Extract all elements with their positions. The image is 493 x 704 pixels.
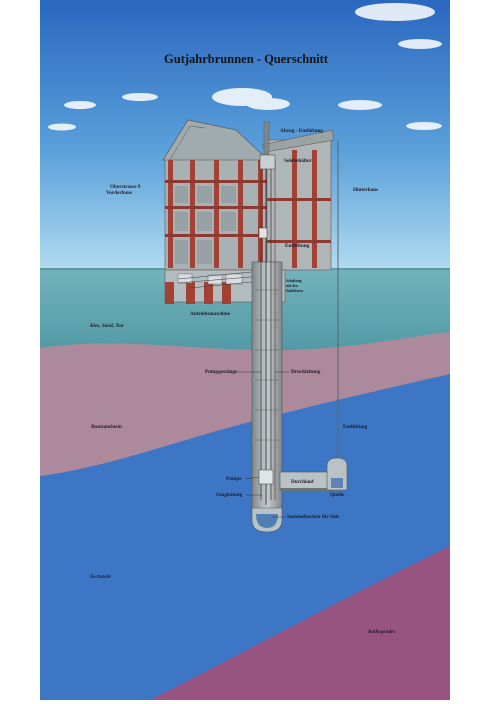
label-oberstrasse-2: Vorderhaus: [106, 190, 132, 196]
label-hinterhaus: Hinterhaus: [353, 187, 378, 193]
label-entlueftung-top: Entlüftung: [285, 243, 310, 249]
label-kies: Kies, Sand, Ton: [89, 323, 124, 329]
label-schaltung-1: Schaltung: [286, 279, 302, 283]
label-quelle: Quelle: [330, 492, 345, 498]
label-schaltung-3: Sudelösern: [286, 289, 303, 293]
label-pumpgestaenge: Pumpgestänge: [205, 369, 238, 375]
label-pumpe: Pumpe: [226, 476, 242, 482]
label-antriebsmaschine: Antriebsmaschine: [190, 311, 231, 317]
label-rotliegendes: Rotliegendes: [368, 629, 395, 635]
clouds: [48, 3, 442, 131]
label-saugleitung: Saugleitung: [216, 492, 243, 498]
label-zechstein: Zechstein: [89, 574, 111, 580]
passage: [279, 140, 348, 491]
diagram-title: Gutjahrbrunnen - Querschnitt: [164, 52, 329, 66]
label-abzug: Abzug - Entlüftung: [280, 128, 323, 134]
leader-pumpe: [244, 476, 260, 480]
building: [162, 119, 335, 304]
label-druckleitung: Druckleitung: [291, 369, 321, 375]
shaft: [251, 121, 283, 533]
label-sammelbecken: Sammelbecken für Sole: [287, 514, 340, 520]
label-durchlauf: Durchlauf: [291, 479, 314, 485]
label-buntsandstein: Buntsandstein: [90, 424, 122, 430]
label-schaltung-2: mit den: [286, 284, 298, 288]
label-solebehaelter: Solebehälter: [284, 158, 312, 164]
label-oberstrasse-1: Oberstrasse 9: [110, 184, 141, 190]
label-entlueftung-right: Entlüftung: [343, 424, 368, 430]
layer-rotliegendes: [150, 546, 450, 700]
